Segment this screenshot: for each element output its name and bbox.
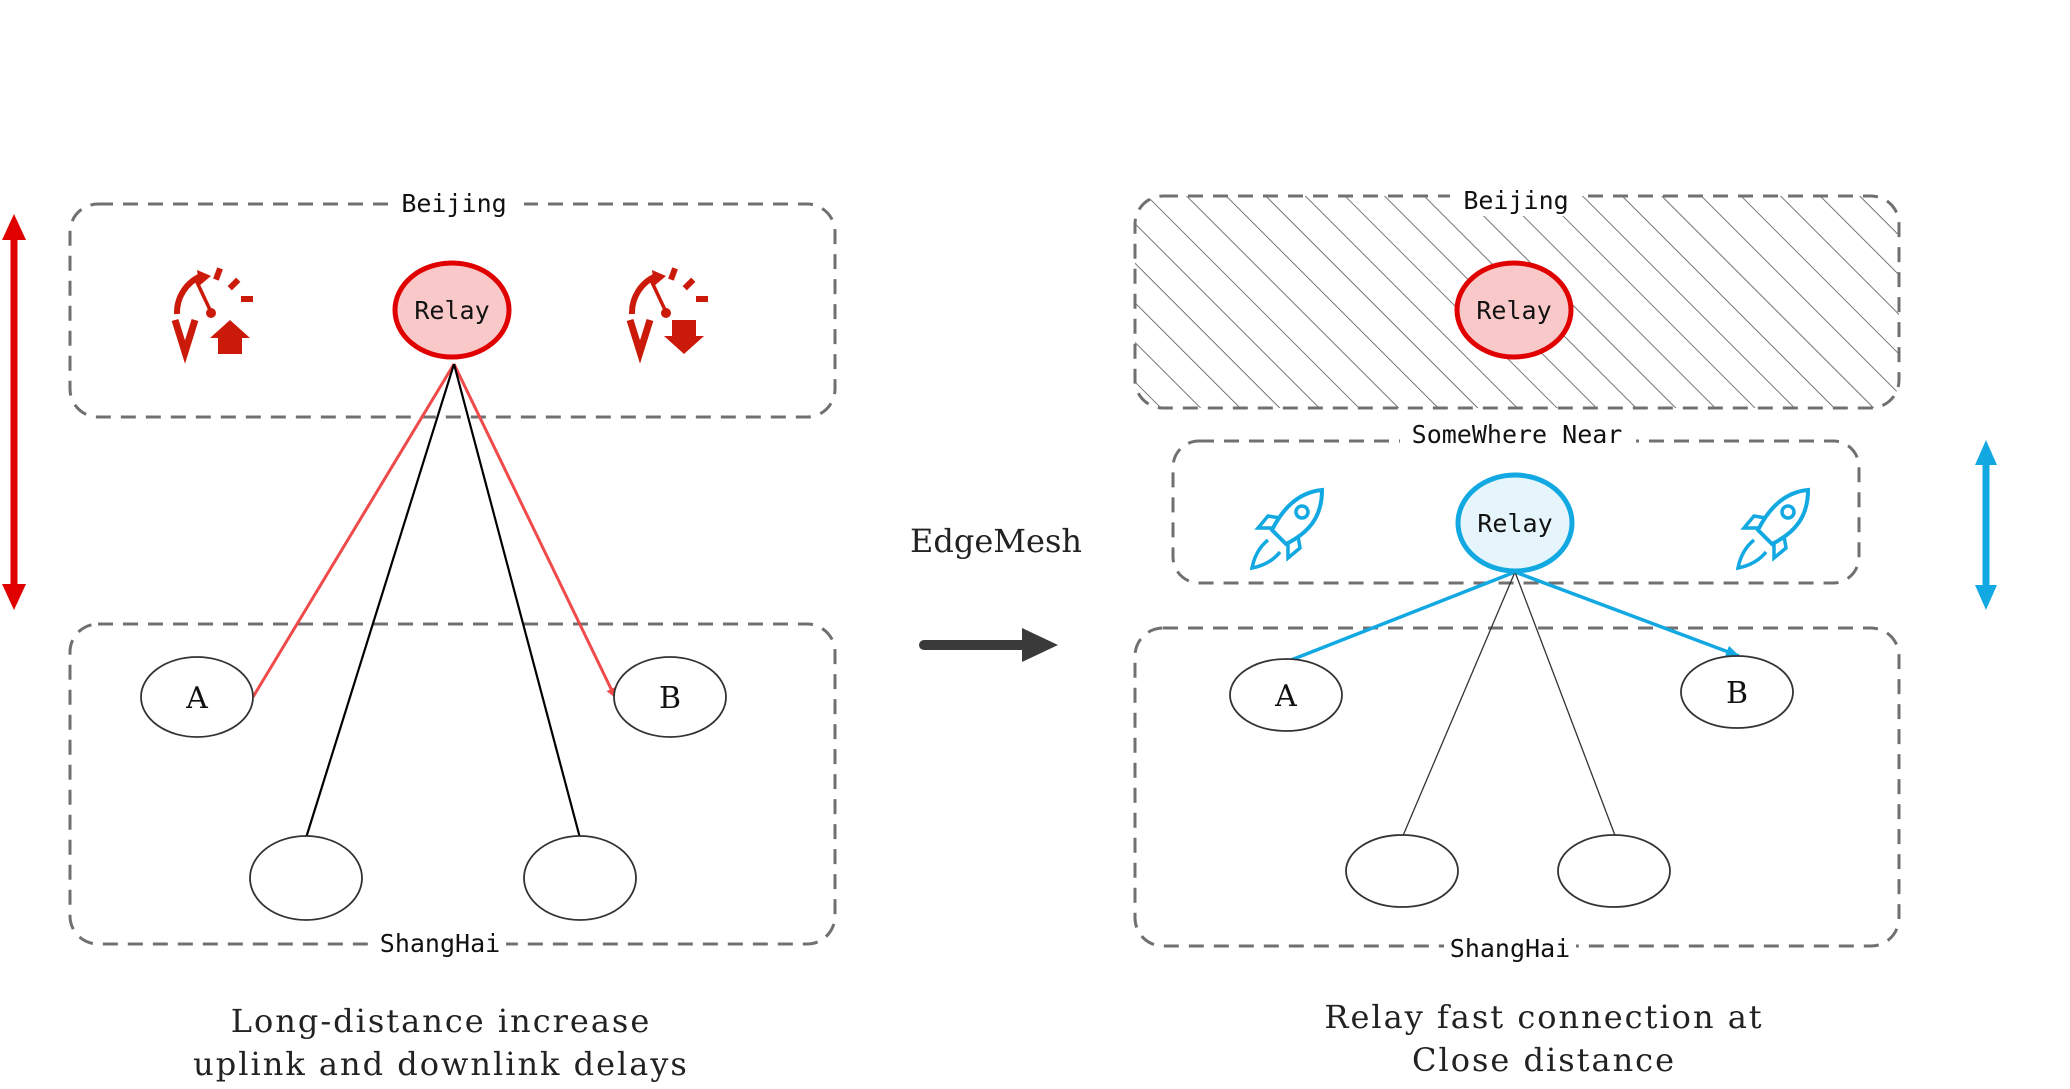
right-link-a-relay bbox=[1285, 570, 1516, 664]
left-node-b-label: B bbox=[659, 681, 681, 716]
transition: EdgeMesh bbox=[910, 522, 1082, 662]
right-node-b: B bbox=[1680, 655, 1794, 729]
left-shanghai-label: ShangHai bbox=[380, 929, 500, 958]
left-link-relay-b bbox=[452, 363, 617, 698]
left-caption-line2: uplink and downlink delays bbox=[193, 1045, 689, 1083]
right-shanghai-region: ShangHai bbox=[1133, 626, 1901, 964]
right-relay-near-node: Relay bbox=[1455, 472, 1575, 574]
left-beijing-label: Beijing bbox=[401, 189, 506, 218]
right-near-label: SomeWhere Near bbox=[1412, 420, 1623, 449]
long-distance-arrow bbox=[2, 214, 26, 610]
rocket-icon bbox=[1735, 487, 1811, 571]
right-node-a-label: A bbox=[1274, 679, 1297, 714]
right-caption-line2: Close distance bbox=[1412, 1041, 1676, 1079]
left-caption-line1: Long-distance increase bbox=[231, 1002, 652, 1040]
right-link-relay-b bbox=[1514, 570, 1740, 658]
left-link-relay-node4 bbox=[452, 363, 582, 839]
right-node-3 bbox=[1345, 834, 1459, 908]
transition-arrow-icon bbox=[1022, 628, 1058, 662]
right-panel: Beijing Relay SomeWhere Near bbox=[1133, 184, 1997, 1079]
right-relay-far-label: Relay bbox=[1476, 296, 1551, 325]
right-node-a: A bbox=[1229, 658, 1343, 732]
edgemesh-label: EdgeMesh bbox=[910, 522, 1082, 560]
left-relay-node: Relay bbox=[392, 260, 512, 360]
left-node-a: A bbox=[140, 656, 254, 738]
left-beijing-region: Beijing bbox=[68, 188, 837, 419]
right-node-4 bbox=[1557, 834, 1671, 908]
right-beijing-label: Beijing bbox=[1463, 186, 1568, 215]
left-link-relay-node3 bbox=[304, 363, 456, 839]
left-node-b: B bbox=[613, 656, 727, 738]
left-connections bbox=[251, 363, 617, 839]
right-relay-far-node: Relay bbox=[1454, 260, 1574, 360]
left-link-a-relay bbox=[251, 363, 456, 698]
right-caption-line1: Relay fast connection at bbox=[1324, 998, 1763, 1036]
right-node-b-label: B bbox=[1726, 676, 1748, 711]
right-relay-near-label: Relay bbox=[1477, 509, 1552, 538]
right-near-region: SomeWhere Near bbox=[1171, 419, 1861, 585]
short-distance-arrow bbox=[1975, 440, 1997, 610]
right-link-relay-node4 bbox=[1514, 571, 1617, 839]
speed-down-icon bbox=[626, 267, 708, 364]
left-relay-label: Relay bbox=[414, 296, 489, 325]
rocket-icon bbox=[1249, 487, 1325, 571]
left-shanghai-region: ShangHai bbox=[68, 622, 837, 960]
left-node-4 bbox=[523, 835, 637, 921]
right-shanghai-label: ShangHai bbox=[1450, 934, 1570, 963]
left-node-3 bbox=[249, 835, 363, 921]
speed-up-icon bbox=[171, 267, 253, 364]
right-connections bbox=[1285, 570, 1740, 839]
right-link-relay-node3 bbox=[1401, 571, 1516, 839]
left-panel: Beijing ShangHai Relay bbox=[2, 188, 837, 1083]
left-node-a-label: A bbox=[185, 681, 208, 716]
